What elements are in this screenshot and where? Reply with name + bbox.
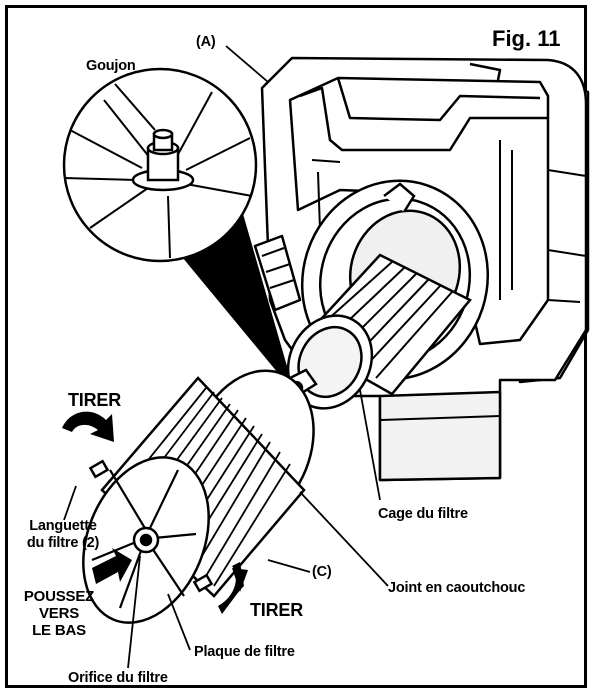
label-plaque: Plaque de filtre xyxy=(194,644,295,661)
label-c: (C) xyxy=(312,564,332,581)
label-languette: Languette du filtre (2) xyxy=(8,518,118,552)
figure-number: Fig. 11 xyxy=(492,30,560,47)
leader-c xyxy=(268,560,310,572)
leader-plaque xyxy=(168,594,190,650)
label-languette-line2: du filtre (2) xyxy=(8,535,118,552)
label-a: (A) xyxy=(196,34,216,51)
label-orifice: Orifice du filtre xyxy=(68,670,168,687)
label-tirer-bottom: TIRER xyxy=(250,602,303,619)
label-pousser-line3: LE BAS xyxy=(14,622,104,639)
label-joint: Joint en caoutchouc xyxy=(388,580,525,597)
label-tirer-top: TIRER xyxy=(68,392,121,409)
pull-arrow-top xyxy=(62,412,114,442)
label-pousser-line1: POUSSEZ xyxy=(14,588,104,605)
leader-cage xyxy=(360,390,380,500)
leader-languette xyxy=(64,486,76,520)
label-pousser: POUSSEZ VERS LE BAS xyxy=(14,588,104,639)
leader-a xyxy=(226,46,268,82)
stud-magnifier xyxy=(64,69,292,388)
label-cage: Cage du filtre xyxy=(378,506,468,523)
label-pousser-line2: VERS xyxy=(14,605,104,622)
label-languette-line1: Languette xyxy=(8,518,118,535)
label-goujon: Goujon xyxy=(86,58,136,75)
